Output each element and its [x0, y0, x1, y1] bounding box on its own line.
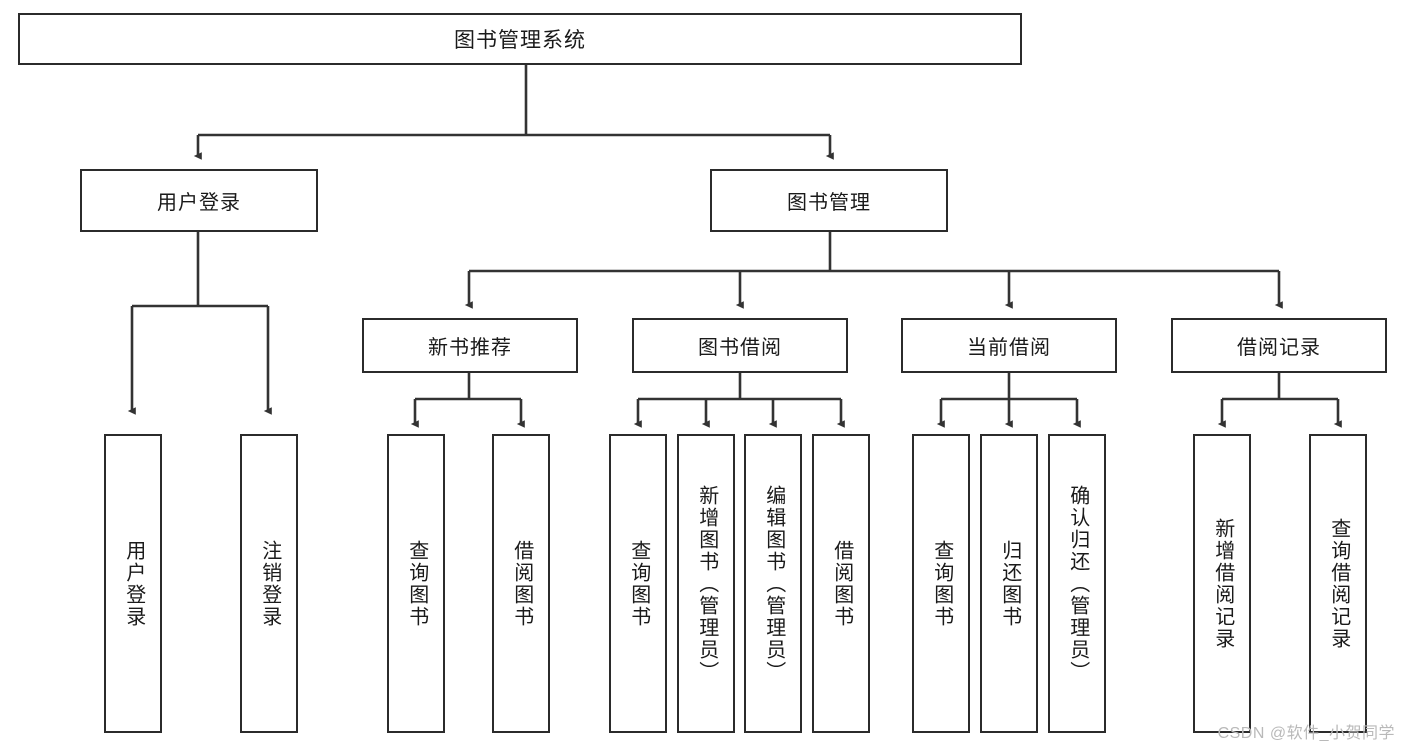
leaf-query-book-3[interactable]: 查询图书	[912, 434, 970, 733]
node-borrow-record[interactable]: 借阅记录	[1171, 318, 1387, 373]
leaf-confirm-return-label: 确认归还（管理员）	[1066, 484, 1089, 683]
node-new-book-recommend-label: 新书推荐	[428, 337, 512, 359]
leaf-add-record[interactable]: 新增借阅记录	[1193, 434, 1251, 733]
node-current-borrow[interactable]: 当前借阅	[901, 318, 1117, 373]
leaf-borrow-book-2[interactable]: 借阅图书	[812, 434, 870, 733]
leaf-query-record-label: 查询借阅记录	[1327, 517, 1350, 650]
leaf-confirm-return[interactable]: 确认归还（管理员）	[1048, 434, 1106, 733]
leaf-add-book-label: 新增图书（管理员）	[695, 484, 718, 683]
leaf-return-book-label: 归还图书	[998, 539, 1021, 628]
node-user-login[interactable]: 用户登录	[80, 169, 318, 232]
leaf-borrow-book-1[interactable]: 借阅图书	[492, 434, 550, 733]
node-book-borrow[interactable]: 图书借阅	[632, 318, 848, 373]
leaf-user-logout[interactable]: 注销登录	[240, 434, 298, 733]
leaf-borrow-book-2-label: 借阅图书	[830, 539, 853, 628]
node-borrow-record-label: 借阅记录	[1237, 337, 1321, 359]
leaf-query-book-3-label: 查询图书	[930, 539, 953, 628]
leaf-query-record[interactable]: 查询借阅记录	[1309, 434, 1367, 733]
node-book-borrow-label: 图书借阅	[698, 337, 782, 359]
node-current-borrow-label: 当前借阅	[967, 337, 1051, 359]
leaf-query-book-1[interactable]: 查询图书	[387, 434, 445, 733]
node-root[interactable]: 图书管理系统	[18, 13, 1022, 65]
csdn-watermark: CSDN @软件_小贺同学	[1217, 725, 1395, 742]
leaf-borrow-book-1-label: 借阅图书	[510, 539, 533, 628]
leaf-add-record-label: 新增借阅记录	[1211, 517, 1234, 650]
node-book-management[interactable]: 图书管理	[710, 169, 948, 232]
leaf-return-book[interactable]: 归还图书	[980, 434, 1038, 733]
leaf-query-book-2[interactable]: 查询图书	[609, 434, 667, 733]
node-user-login-label: 用户登录	[157, 192, 241, 214]
leaf-edit-book-label: 编辑图书（管理员）	[762, 484, 785, 683]
node-book-management-label: 图书管理	[787, 192, 871, 214]
leaf-user-login-label: 用户登录	[122, 539, 145, 628]
leaf-user-login[interactable]: 用户登录	[104, 434, 162, 733]
leaf-query-book-2-label: 查询图书	[627, 539, 650, 628]
node-new-book-recommend[interactable]: 新书推荐	[362, 318, 578, 373]
leaf-edit-book[interactable]: 编辑图书（管理员）	[744, 434, 802, 733]
node-root-label: 图书管理系统	[454, 29, 586, 52]
leaf-add-book[interactable]: 新增图书（管理员）	[677, 434, 735, 733]
leaf-user-logout-label: 注销登录	[258, 539, 281, 628]
leaf-query-book-1-label: 查询图书	[405, 539, 428, 628]
